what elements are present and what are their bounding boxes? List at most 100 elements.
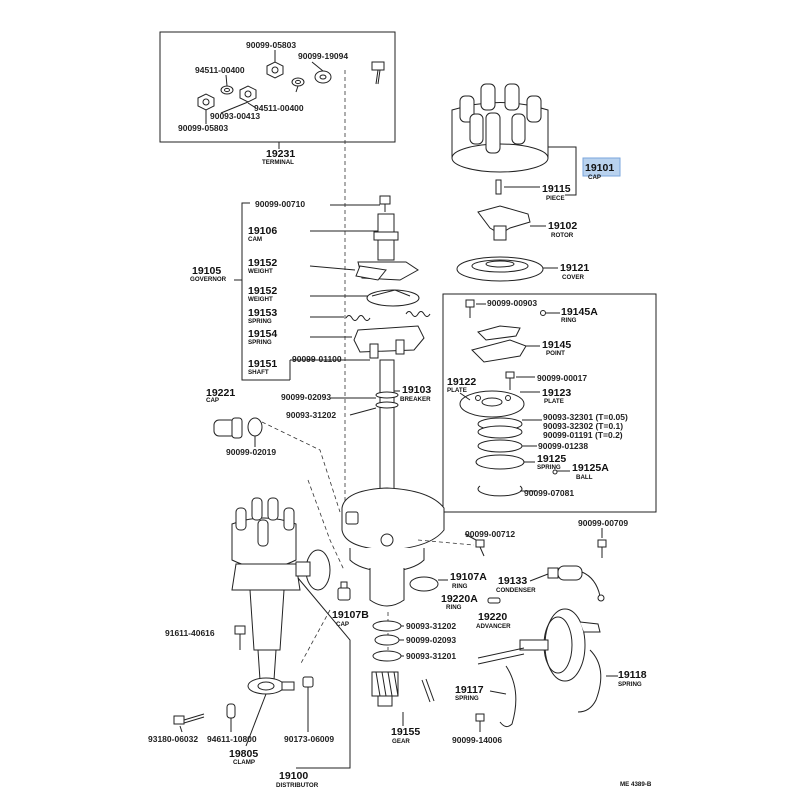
- weight2-name: WEIGHT: [248, 296, 273, 303]
- breaker-group: 90099-00903 19145A RING 19145 POINT 9009…: [442, 293, 657, 513]
- spring-name: SPRING: [248, 318, 272, 325]
- terminal-washer-b[interactable]: [291, 77, 305, 87]
- assembled-distributor[interactable]: [231, 497, 331, 681]
- ball-number: 19125A: [572, 462, 609, 474]
- label-90099-00712: 90099-00712: [465, 529, 515, 539]
- breaker-ring-clip[interactable]: [540, 310, 546, 316]
- label-90099-00017: 90099-00017: [537, 373, 587, 383]
- spring125-name: SPRING: [537, 464, 561, 471]
- cap-107b[interactable]: [337, 581, 351, 601]
- cap-name: CAP: [588, 174, 601, 181]
- label-90099-00710: 90099-00710: [255, 199, 305, 209]
- distributor-cap[interactable]: [451, 83, 549, 195]
- label-90099-02019: 90099-02019: [226, 447, 276, 457]
- spring118-number: 19118: [618, 669, 647, 681]
- advancer-name: ADVANCER: [476, 623, 511, 630]
- spring118-name: SPRING: [618, 681, 642, 688]
- clamp-bolt[interactable]: [173, 713, 205, 725]
- condenser-number: 19133: [498, 575, 527, 587]
- dust-cover[interactable]: [456, 256, 544, 282]
- housing-bolt[interactable]: [475, 539, 485, 557]
- clamp-nut[interactable]: [302, 676, 314, 688]
- plate123-name: PLATE: [544, 398, 564, 405]
- label-93180-06032: 93180-06032: [148, 734, 198, 744]
- breaker-ball[interactable]: [552, 469, 558, 475]
- label-90099-00903: 90099-00903: [487, 298, 537, 308]
- weight1-number: 19152: [248, 257, 277, 269]
- condenser-bolt[interactable]: [597, 539, 607, 558]
- terminal-nut-c[interactable]: [266, 61, 284, 79]
- ring145a-number: 19145A: [561, 306, 598, 318]
- terminal-name: TERMINAL: [262, 159, 294, 166]
- breaker-plate[interactable]: [459, 390, 525, 418]
- cam-screw[interactable]: [379, 195, 391, 212]
- breaker-box-frame: [442, 293, 657, 513]
- terminal-screw[interactable]: [371, 61, 385, 85]
- main-shaft[interactable]: [375, 359, 399, 501]
- cap221-number: 19221: [206, 387, 235, 399]
- breaker-spring-ring[interactable]: [475, 439, 525, 470]
- drive-gear[interactable]: [371, 671, 399, 707]
- spring-number: 19153: [248, 307, 277, 319]
- label-90093-32301: 90093-32301 (T=0.05): [543, 412, 628, 422]
- label-90099-01100: 90099-01100: [292, 354, 342, 364]
- plate123-number: 19123: [542, 387, 571, 399]
- o-ring-lower[interactable]: [374, 634, 400, 646]
- terminal-nut-a[interactable]: [197, 93, 215, 111]
- governor-spring-1[interactable]: [345, 315, 371, 321]
- side-cap[interactable]: [213, 417, 263, 439]
- breaker-screw[interactable]: [465, 299, 475, 318]
- side-cap-seal[interactable]: [247, 417, 263, 437]
- condenser[interactable]: [547, 565, 605, 602]
- shim-washers[interactable]: [477, 417, 523, 439]
- ring107a-name: RING: [452, 583, 468, 590]
- label-90099-19094: 90099-19094: [298, 51, 348, 61]
- distributor-housing[interactable]: [341, 487, 445, 607]
- advancer-spring-118[interactable]: [577, 649, 602, 713]
- label-90099-14006: 90099-14006: [452, 735, 502, 745]
- label-90099-05803-b: 90099-05803: [178, 123, 228, 133]
- o-ring-107a[interactable]: [409, 576, 439, 592]
- terminal-number: 19231: [266, 148, 295, 160]
- mount-bolt[interactable]: [234, 625, 246, 650]
- point-name: POINT: [546, 350, 565, 357]
- advancer-spring-117[interactable]: [499, 665, 517, 728]
- gear-pin[interactable]: [421, 678, 435, 703]
- label-90093-00413: 90093-00413: [210, 111, 260, 121]
- governor-name: GOVERNOR: [190, 276, 227, 283]
- terminal-washer-a[interactable]: [220, 85, 234, 95]
- ring107a-number: 19107A: [450, 571, 487, 583]
- plate122-name: PLATE: [447, 387, 467, 394]
- gear-name: GEAR: [392, 738, 410, 745]
- clamp-washer[interactable]: [226, 703, 236, 719]
- advancer-screw[interactable]: [475, 713, 485, 732]
- vacuum-advancer[interactable]: [477, 608, 601, 682]
- ring-220a[interactable]: [487, 597, 501, 604]
- rotor-name: ROTOR: [551, 232, 574, 239]
- label-90099-00709: 90099-00709: [578, 518, 628, 528]
- label-90099-02093-b: 90099-02093: [406, 635, 456, 645]
- cap221-name: CAP: [206, 397, 219, 404]
- governor-weight-1[interactable]: [355, 265, 387, 281]
- label-90099-02093-a: 90099-02093: [281, 392, 331, 402]
- breaker-snap-ring[interactable]: [477, 485, 523, 497]
- label-90099-05803-a: 90099-05803: [246, 40, 296, 50]
- terminal-nut-b[interactable]: [239, 85, 257, 103]
- point-screw[interactable]: [505, 371, 515, 390]
- carbon-piece[interactable]: [495, 179, 502, 195]
- thrust-washer-b[interactable]: [372, 650, 402, 662]
- piece-name: PIECE: [546, 195, 565, 202]
- rotor[interactable]: [477, 205, 531, 241]
- governor-weight-2[interactable]: [366, 289, 420, 307]
- label-90173-06009: 90173-06009: [284, 734, 334, 744]
- terminal-group: 90099-05803 94511-00400 90099-19094 9451…: [159, 31, 396, 166]
- thrust-washer-a[interactable]: [372, 620, 402, 632]
- cap107b-name: CAP: [336, 621, 349, 628]
- rotor-number: 19102: [548, 220, 577, 232]
- terminal-insulator[interactable]: [314, 70, 332, 84]
- governor-spring-2[interactable]: [405, 311, 431, 317]
- governor-shaft-plate[interactable]: [353, 325, 425, 359]
- clamp[interactable]: [247, 677, 295, 695]
- contact-point-set[interactable]: [471, 325, 527, 363]
